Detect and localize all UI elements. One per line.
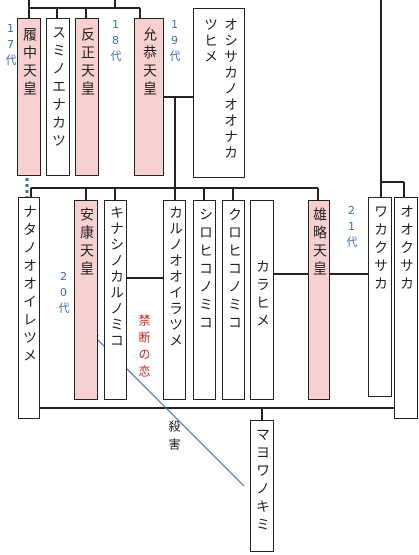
person-box-kurohiko: クロヒコノミコ xyxy=(222,200,245,400)
person-box-richu: 履中天皇 xyxy=(17,18,41,176)
person-box-mayowa: マヨワノキミ xyxy=(250,420,274,552)
person-name: スミノエナカツ xyxy=(50,25,66,151)
person-name: カラヒメ xyxy=(254,259,270,331)
person-box-anko: 安康天皇 xyxy=(74,200,98,400)
forbidden-love-label: 禁断の恋 xyxy=(137,314,151,382)
person-box-karunooira: カルノオオイラツメ xyxy=(163,200,186,400)
generation-label-21: 21代 xyxy=(345,204,358,250)
person-box-oshisaka: オシサカノオオナカツヒメ xyxy=(193,8,245,178)
person-name: オオクサカ xyxy=(398,204,414,294)
person-box-ingyo: 允恭天皇 xyxy=(134,18,164,176)
person-name: キナシノカルノミコ xyxy=(108,205,124,349)
generation-label-19: 19代 xyxy=(168,18,181,64)
person-box-kinashi: キナシノカルノミコ xyxy=(104,200,127,400)
person-name: カルノオオイラツメ xyxy=(167,205,183,349)
person-name: 允恭天皇 xyxy=(141,27,157,99)
person-box-natano: ナタノオオイレツメ xyxy=(18,197,40,419)
person-name: 雄略天皇 xyxy=(311,207,327,279)
generation-label-18: 18代 xyxy=(109,18,122,64)
person-box-wakakusaka: ワカクサカ xyxy=(368,197,392,397)
person-name: ワカクサカ xyxy=(372,204,388,294)
person-name: オシサカノオオナカツヒメ xyxy=(202,17,238,161)
person-name: マヨワノキミ xyxy=(254,427,270,535)
person-box-shirohiko: シロヒコノミコ xyxy=(193,200,216,400)
generation-label-17: 17代 xyxy=(4,22,17,68)
person-name: クロヒコノミコ xyxy=(226,207,242,333)
person-box-suminoe: スミノエナカツ xyxy=(46,18,70,176)
person-name: 安康天皇 xyxy=(78,207,94,279)
person-name: ナタノオオイレツメ xyxy=(21,204,37,366)
person-box-hanzei: 反正天皇 xyxy=(75,18,99,176)
killed-label: 殺害 xyxy=(167,420,181,456)
person-box-ookusaka: オオクサカ xyxy=(394,197,418,419)
person-name: 履中天皇 xyxy=(21,27,37,99)
person-box-yuryaku: 雄略天皇 xyxy=(308,200,330,400)
person-name: 反正天皇 xyxy=(79,27,95,99)
person-box-karahime: カラヒメ xyxy=(250,200,274,400)
person-name: シロヒコノミコ xyxy=(197,207,213,333)
generation-label-20: 20代 xyxy=(57,270,70,316)
